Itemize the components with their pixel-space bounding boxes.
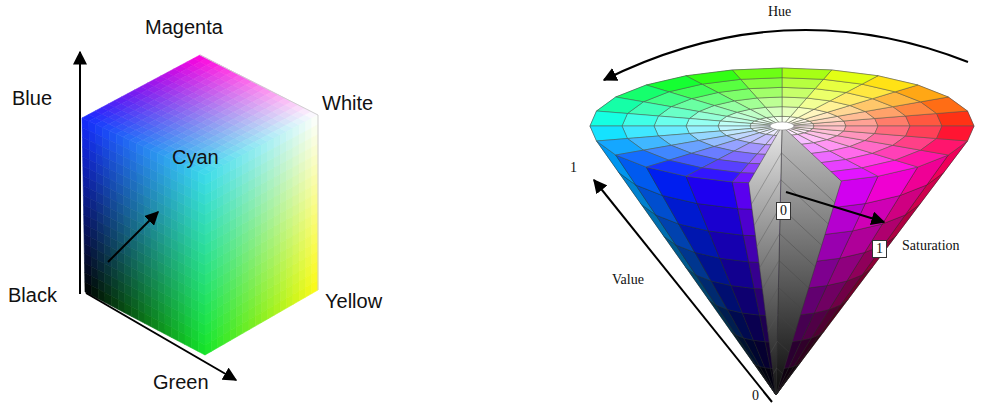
- cone-top: [597, 97, 644, 113]
- cube-shading: [152, 317, 159, 330]
- cube-shading: [192, 338, 199, 351]
- cutaway-grid: [777, 341, 789, 352]
- axis-label: Saturation: [902, 238, 960, 254]
- hsv-cone: [590, 68, 974, 395]
- rgb-cube: [82, 55, 318, 355]
- cube-shading: [224, 331, 230, 345]
- cube-shading: [305, 284, 311, 297]
- cube-edge: [200, 55, 318, 290]
- cutaway-grid: [780, 234, 816, 267]
- cutaway-grid: [781, 153, 834, 203]
- cone-top: [875, 126, 910, 136]
- cutaway-grid: [768, 314, 778, 331]
- cone-top: [782, 68, 832, 79]
- cube-shading: [145, 314, 152, 327]
- cube-shading: [125, 303, 132, 316]
- cube-shading: [178, 331, 185, 344]
- cube-shading: [249, 316, 255, 329]
- cube-shading: [211, 338, 217, 352]
- cone-top: [622, 113, 658, 126]
- cube-shading: [312, 280, 318, 293]
- cube-shading: [172, 328, 179, 341]
- cutaway-grid: [779, 261, 809, 289]
- cone-cutaway: [749, 126, 782, 395]
- cube-shading: [138, 310, 145, 323]
- cone-top: [823, 70, 878, 84]
- cone-side: [709, 231, 749, 262]
- cube-shading: [268, 305, 274, 318]
- axis-label: Value: [612, 272, 644, 288]
- hue-arrow: [604, 30, 968, 80]
- scale-number: 0: [752, 388, 759, 404]
- cutaway-grid: [773, 368, 776, 374]
- cutaway-grid: [771, 341, 778, 352]
- cone-top: [782, 87, 815, 98]
- saturation-arrow: [786, 192, 884, 222]
- value-arrow: [594, 180, 772, 402]
- cone-top: [654, 116, 689, 126]
- cube-shading: [299, 287, 305, 300]
- cube-shading: [158, 321, 165, 334]
- cube-shading: [165, 324, 172, 337]
- cutaway-grid: [760, 234, 780, 268]
- cube-shading: [287, 295, 293, 308]
- cube-shading: [205, 341, 211, 355]
- cone-top: [686, 168, 741, 182]
- cone-top: [718, 121, 751, 126]
- scale-number: 1: [570, 160, 577, 176]
- cube-shading: [243, 320, 249, 334]
- color-label: White: [322, 92, 373, 115]
- cube-shading: [274, 302, 280, 315]
- cone-top: [782, 97, 807, 107]
- cutaway-grid: [765, 287, 778, 310]
- scale-number: 0: [776, 202, 791, 220]
- cube-shading: [218, 334, 224, 348]
- cone-top: [782, 107, 799, 117]
- axis-arrow: [108, 212, 158, 262]
- color-label: Green: [153, 371, 209, 394]
- axis-label: Hue: [768, 4, 791, 20]
- cutaway-grid: [751, 153, 781, 204]
- cube-shading: [118, 300, 125, 313]
- cone-top: [906, 126, 942, 139]
- cube-shading: [198, 342, 205, 355]
- cone-top: [590, 111, 627, 126]
- cutaway-grid: [762, 261, 779, 290]
- cone-top: [732, 68, 782, 79]
- cube-shading: [230, 327, 236, 341]
- axis-arrow: [86, 293, 236, 380]
- color-label: Magenta: [145, 16, 223, 39]
- cone-top: [844, 126, 878, 134]
- cutaway-grid: [778, 287, 802, 309]
- cutaway-grid: [777, 368, 783, 374]
- cube-shading: [255, 313, 261, 326]
- cone-top: [686, 118, 720, 126]
- cube-shading: [293, 291, 299, 304]
- color-label: Cyan: [172, 146, 219, 169]
- scale-number: 1: [872, 240, 887, 258]
- cone-top: [937, 126, 974, 141]
- cone-top: [921, 139, 968, 155]
- color-label: Black: [8, 284, 57, 307]
- cube-shading: [132, 307, 139, 320]
- cube-shading: [280, 298, 286, 311]
- cone-center: [770, 122, 794, 130]
- axis-arrow: [79, 52, 81, 294]
- cube-shading: [236, 323, 242, 337]
- color-label: Yellow: [325, 290, 382, 313]
- axes: [80, 30, 968, 402]
- color-label: Blue: [12, 87, 52, 110]
- cone-cutaway: [776, 126, 841, 395]
- cube-shading: [262, 309, 268, 322]
- cutaway-grid: [778, 314, 796, 331]
- cube-shading: [185, 335, 192, 348]
- cone-top: [813, 126, 846, 131]
